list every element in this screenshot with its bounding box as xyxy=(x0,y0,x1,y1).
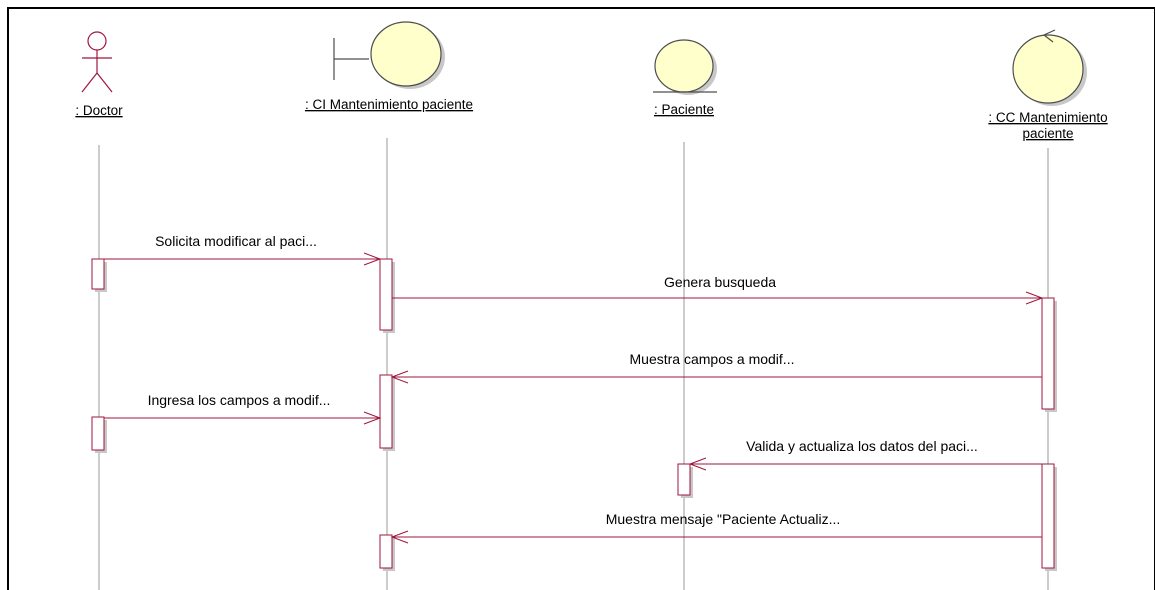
activation-bars xyxy=(91,258,1057,571)
message-label-4: Ingresa los campos a modif... xyxy=(148,392,331,408)
actor-icon xyxy=(81,31,113,93)
diagram-frame xyxy=(7,7,1155,590)
activation-bar xyxy=(1041,297,1055,410)
message-2-arrow xyxy=(392,291,1044,305)
control-icon xyxy=(1012,29,1087,106)
activation-bar xyxy=(677,463,691,496)
messages xyxy=(104,252,1044,544)
participant-label-doctor: : Doctor xyxy=(75,103,123,118)
message-label-1: Solicita modificar al paci... xyxy=(155,233,317,249)
activation-bar xyxy=(91,416,105,451)
message-4-arrow xyxy=(104,411,382,425)
message-6-arrow xyxy=(390,530,1042,544)
activation-bar xyxy=(379,374,393,449)
boundary-icon xyxy=(333,21,445,89)
entity-icon xyxy=(653,39,717,95)
activation-bar xyxy=(91,258,105,290)
message-label-5: Valida y actualiza los datos del paci... xyxy=(746,438,978,454)
participant-label-cc-line2: paciente xyxy=(1022,126,1073,141)
message-label-6: Muestra mensaje "Paciente Actualiz... xyxy=(606,511,841,527)
message-label-2: Genera busqueda xyxy=(664,274,776,290)
message-1-arrow xyxy=(104,252,382,266)
activation-bar xyxy=(379,534,393,569)
participant-label-ci: : CI Mantenimiento paciente xyxy=(305,97,473,112)
message-labels: Solicita modificar al paci... Genera bus… xyxy=(148,233,978,527)
participant-labels: : Doctor : CI Mantenimiento paciente : P… xyxy=(75,97,1107,141)
message-5-arrow xyxy=(688,457,1042,471)
message-3-arrow xyxy=(390,370,1042,384)
activation-bar xyxy=(379,258,393,331)
participant-label-paciente: : Paciente xyxy=(654,102,714,117)
activation-bar xyxy=(1041,463,1055,569)
message-label-3: Muestra campos a modif... xyxy=(630,351,795,367)
participant-label-cc-line1: : CC Mantenimiento xyxy=(988,110,1107,125)
participant-icons xyxy=(81,21,1087,106)
lifelines xyxy=(98,138,1049,590)
